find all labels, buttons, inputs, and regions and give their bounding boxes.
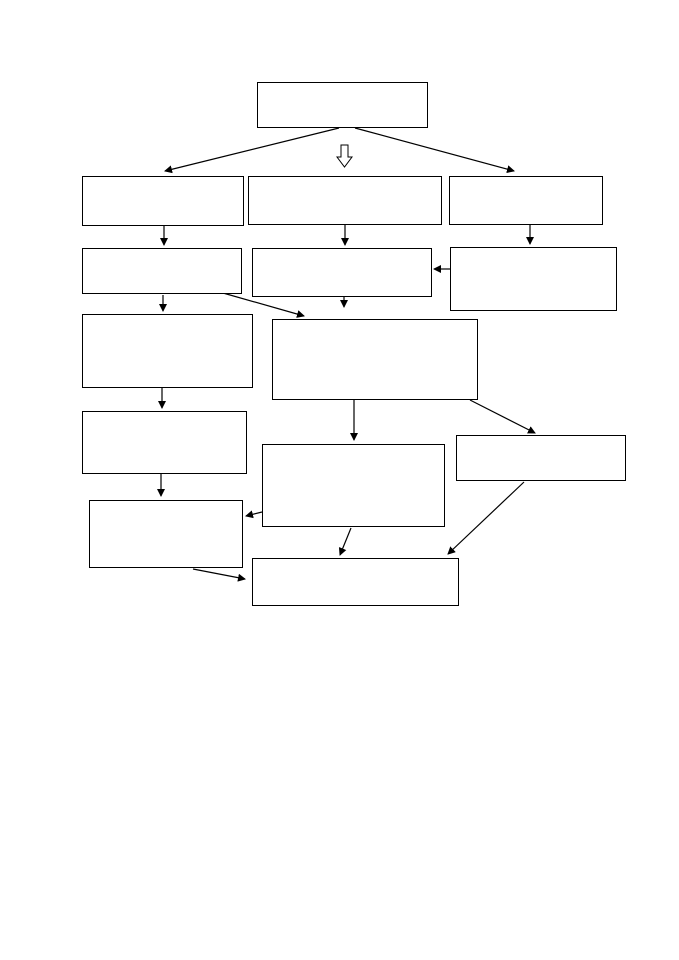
flow-box-rect: [82, 176, 244, 226]
flow-box-rect: [272, 319, 478, 400]
flow-box-bottom-center: [252, 558, 459, 606]
arrow-row3-center-to-row4-right: [469, 399, 536, 434]
flow-box-rect: [257, 82, 428, 128]
flow-box-row4-center: [262, 444, 445, 527]
flow-box-rect: [449, 176, 603, 225]
flow-box-rect: [262, 444, 445, 527]
flow-box-rect: [450, 247, 617, 311]
flow-box-row2-right: [450, 247, 617, 311]
flow-box-rect: [252, 248, 432, 297]
flow-box-rect: [248, 176, 442, 225]
flow-box-rect: [252, 558, 459, 606]
flow-box-row1-left: [82, 176, 244, 226]
flow-box-row1-middle: [248, 176, 442, 225]
flow-box-row5-left: [89, 500, 243, 568]
flow-box-row4-right: [456, 435, 626, 481]
flow-box-rect: [82, 411, 247, 474]
arrow-top-to-row1-left: [164, 127, 340, 174]
flow-box-rect: [82, 314, 253, 388]
flow-box-row3-center: [272, 319, 478, 400]
connectors-layer: [157, 127, 536, 582]
arrow-row4-center-to-row5-left: [245, 510, 263, 519]
flow-box-rect: [89, 500, 243, 568]
flow-box-row3-left: [82, 314, 253, 388]
arrow-row2-left-to-row3-center: [222, 292, 305, 318]
flow-box-row4-left: [82, 411, 247, 474]
flow-box-row1-right: [449, 176, 603, 225]
arrow-row4-right-to-bottom-center: [447, 481, 525, 555]
flow-box-top: [257, 82, 428, 128]
boxes-layer: [82, 82, 626, 606]
arrow-row4-center-to-bottom-center: [338, 527, 352, 556]
flow-box-row2-left: [82, 248, 242, 294]
arrow-top-to-row1-right: [354, 127, 515, 174]
flow-box-rect: [82, 248, 242, 294]
flow-box-row2-middle: [252, 248, 432, 297]
arrow-row5-left-to-bottom-center: [192, 568, 246, 582]
flow-box-rect: [456, 435, 626, 481]
hollow-down-arrow-icon: [336, 144, 353, 168]
